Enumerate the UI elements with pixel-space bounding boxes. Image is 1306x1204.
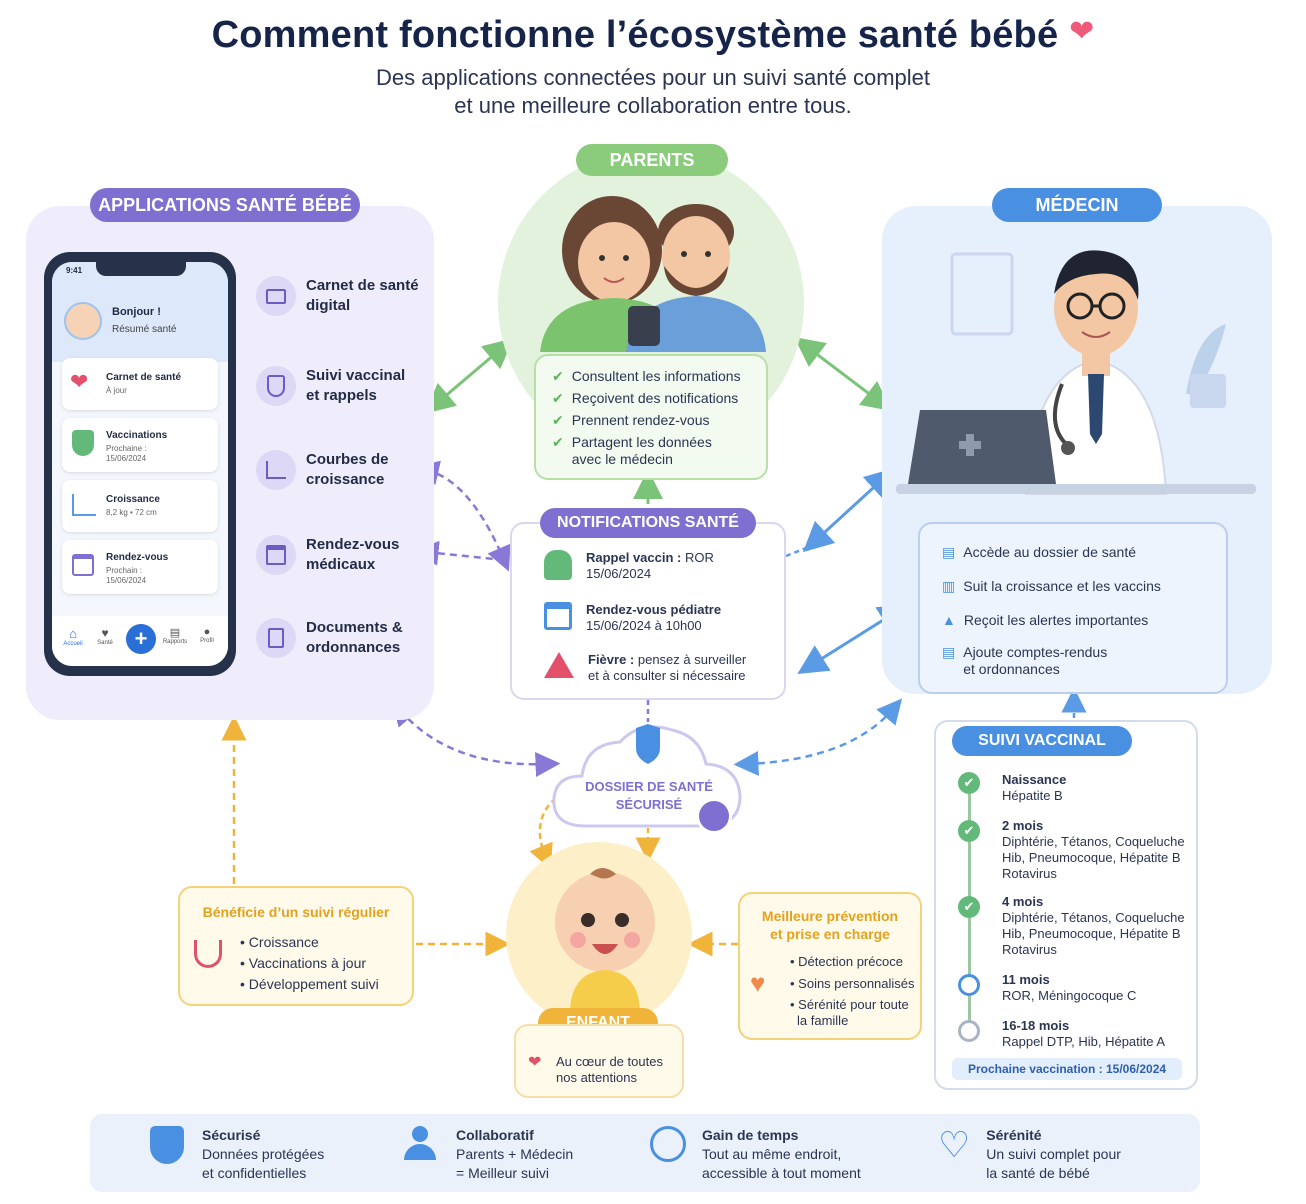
doctor-label: MÉDECIN (992, 188, 1162, 222)
bell-icon: ▲ (942, 612, 956, 628)
phone-card-vaccines[interactable]: Vaccinations Prochaine : 15/06/2024 (62, 418, 218, 472)
check-icon: ✔ (958, 820, 980, 842)
nav-home[interactable]: ⌂ Accueil (60, 626, 86, 647)
phone-card-appointments[interactable]: Rendez-vous Prochain : 15/06/2024 (62, 540, 218, 594)
parents-label: PARENTS (576, 144, 728, 176)
parents-illustration (540, 196, 766, 352)
calendar-icon (544, 602, 572, 630)
document-icon (256, 618, 296, 658)
secure-record-cloud (552, 724, 742, 828)
phone-screen: 9:41 Bonjour ! Résumé santé ❤ Carnet de … (52, 262, 228, 666)
shield-icon (256, 366, 296, 406)
heart-icon: ❤ (70, 369, 89, 394)
home-icon: ⌂ (69, 626, 77, 641)
summary-text: Résumé santé (112, 324, 177, 335)
pending-circle-icon (958, 1020, 980, 1042)
check-icon: ✔ (552, 368, 564, 384)
clock-icon (650, 1126, 686, 1162)
pending-circle-icon (958, 974, 980, 996)
parents-actions: ✔Consultent les informations ✔Reçoivent … (534, 354, 768, 480)
doctor-actions: ▤Accède au dossier de santé ▥Suit la cro… (918, 522, 1228, 694)
heart-icon: ♥ (101, 626, 109, 640)
check-icon: ✔ (958, 896, 980, 918)
heart-icon: ♡ (938, 1124, 971, 1165)
shield-icon (150, 1126, 184, 1164)
benefit-left-box: Bénéficie d’un suivi régulier • Croissan… (178, 886, 414, 1006)
add-button[interactable]: + (126, 624, 156, 654)
warning-icon (544, 652, 574, 678)
lock-icon (696, 798, 732, 834)
child-note: ❤ Au cœur de toutes nos attentions (514, 1024, 684, 1098)
phone-card-health[interactable]: ❤ Carnet de santé À jour (62, 358, 218, 410)
check-icon: ✔ (552, 434, 564, 450)
profile-icon: ● (203, 626, 211, 638)
check-icon: ✔ (958, 772, 980, 794)
nav-health[interactable]: ♥ Santé (92, 626, 118, 646)
baby-avatar (64, 302, 102, 340)
status-time: 9:41 (66, 266, 83, 275)
calendar-icon (256, 535, 296, 575)
bell-icon (544, 550, 572, 580)
doctor-illustration (896, 250, 1256, 495)
heart-icon: ❤ (528, 1054, 542, 1071)
next-vaccination: Prochaine vaccination : 15/06/2024 (952, 1058, 1182, 1080)
stethoscope-icon (194, 940, 222, 968)
growth-chart-icon (72, 494, 96, 516)
growth-chart-icon (256, 450, 296, 490)
notifications-label: NOTIFICATIONS SANTÉ (540, 508, 756, 538)
feature-documents: Documents &ordonnances (256, 618, 426, 658)
folder-icon (256, 276, 296, 316)
baby-illustration (555, 868, 655, 1010)
heart-icon: ♥ (750, 968, 766, 998)
document-icon: ▤ (942, 544, 956, 560)
nav-profile[interactable]: ● Profil (194, 626, 220, 644)
vaccine-timeline-label: SUIVI VACCINAL (952, 726, 1132, 756)
check-icon: ✔ (552, 412, 564, 428)
phone-bottom-nav: ⌂ Accueil ♥ Santé + ▤ Rapports ● Profil (52, 616, 228, 666)
benefit-right-box: Meilleure prévention et prise en charge … (738, 892, 922, 1040)
check-icon: ✔ (552, 390, 564, 406)
document-icon: ▤ (942, 644, 956, 660)
heart-icon: ❤ (1069, 15, 1095, 48)
phone-card-growth[interactable]: Croissance 8,2 kg • 72 cm (62, 480, 218, 532)
shield-icon (72, 430, 94, 456)
footer-bar (90, 1114, 1200, 1192)
nav-reports[interactable]: ▤ Rapports (162, 627, 188, 645)
users-icon (398, 1126, 442, 1162)
page-subtitle: Des applications connectées pour un suiv… (376, 65, 930, 118)
greeting: Bonjour ! (112, 306, 161, 318)
apps-label: APPLICATIONS SANTÉ BÉBÉ (90, 188, 360, 222)
page-title: Comment fonctionne l’écosystème santé bé… (211, 14, 1095, 56)
calendar-icon (72, 554, 94, 576)
growth-chart-icon: ▥ (942, 578, 956, 594)
reports-icon: ▤ (169, 627, 181, 639)
